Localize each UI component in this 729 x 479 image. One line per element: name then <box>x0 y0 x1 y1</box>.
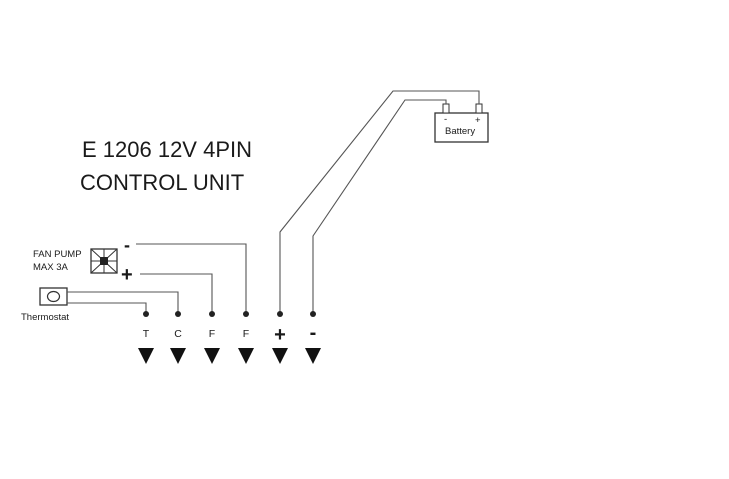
terminal-dot <box>277 311 283 317</box>
fan-pump: FAN PUMP MAX 3A - + <box>33 235 133 286</box>
terminal-arrow <box>238 348 254 364</box>
fan-pump-plus-sign: + <box>121 264 133 286</box>
thermostat-dial <box>46 290 61 303</box>
terminal-minus: - <box>305 311 321 364</box>
terminal-dot <box>209 311 215 317</box>
terminal-arrow <box>170 348 186 364</box>
battery-plus-wire <box>279 90 480 313</box>
terminal-dot <box>175 311 181 317</box>
battery-minus-post <box>442 103 450 114</box>
terminal-f1: F <box>204 311 220 364</box>
thermostat-wire-t <box>67 302 147 313</box>
terminal-label: + <box>274 324 286 346</box>
diagram-title-line1: E 1206 12V 4PIN <box>82 137 252 162</box>
terminal-arrow <box>305 348 321 364</box>
fan-pump-plus-wire <box>140 273 213 313</box>
fan-pump-rating: MAX 3A <box>33 262 69 273</box>
battery-minus-label: - <box>444 114 447 125</box>
terminal-arrow <box>272 348 288 364</box>
terminal-dot <box>310 311 316 317</box>
battery: - + Battery <box>434 103 489 143</box>
terminal-label: F <box>243 328 249 340</box>
diagram-title-line2: CONTROL UNIT <box>80 170 244 195</box>
battery-plus-post <box>475 103 483 114</box>
thermostat-wire-c <box>67 291 179 313</box>
fan-pump-minus-wire <box>136 243 247 313</box>
fan-pump-hub <box>100 257 108 265</box>
battery-label: Battery <box>445 126 475 137</box>
thermostat-label: Thermostat <box>21 312 69 323</box>
terminal-label: F <box>209 328 215 340</box>
thermostat: Thermostat <box>21 287 69 323</box>
terminal-f2: F <box>238 311 254 364</box>
terminal-plus: + <box>272 311 288 364</box>
terminal-arrow <box>204 348 220 364</box>
terminal-label: - <box>310 322 317 344</box>
terminal-dot <box>243 311 249 317</box>
fan-pump-label: FAN PUMP <box>33 249 82 260</box>
battery-minus-wire <box>312 99 447 313</box>
battery-plus-label: + <box>475 115 481 126</box>
terminal-t: T <box>138 311 154 364</box>
terminal-block: T C F F + - <box>138 311 321 364</box>
terminal-arrow <box>138 348 154 364</box>
terminal-label: C <box>174 328 182 340</box>
terminal-label: T <box>143 328 150 340</box>
terminal-dot <box>143 311 149 317</box>
fan-pump-minus-sign: - <box>124 235 130 255</box>
battery-box <box>434 112 489 143</box>
terminal-c: C <box>170 311 186 364</box>
